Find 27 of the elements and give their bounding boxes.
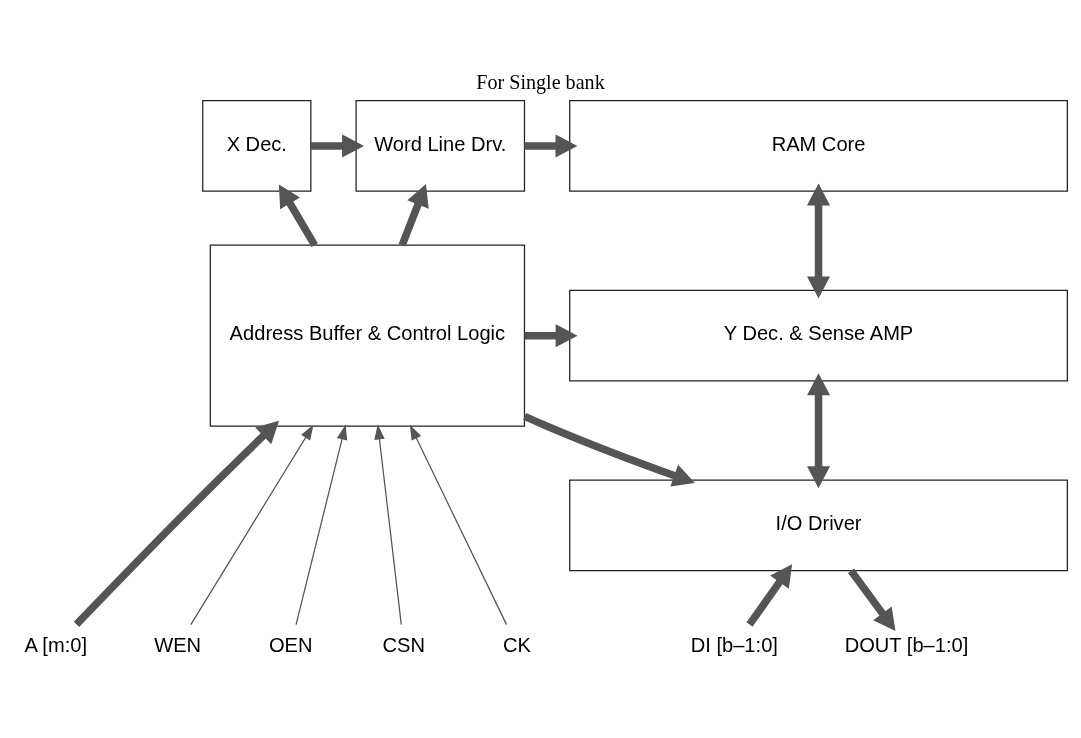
node-text: DOUT [b–1:0]: [844, 634, 969, 657]
arrow: [73, 420, 280, 627]
node-box: Address Buffer & Control Logic: [209, 244, 526, 427]
node-box: I/O Driver: [569, 479, 1068, 572]
arrow: [746, 564, 793, 627]
arrow: [398, 184, 429, 247]
arrow: [278, 184, 318, 248]
node-text: OEN: [268, 634, 313, 657]
node-text: DI [b–1:0]: [690, 634, 778, 657]
node-text: WEN: [154, 634, 202, 657]
node-box: Y Dec. & Sense AMP: [569, 289, 1068, 382]
node-box: X Dec.: [202, 100, 312, 192]
arrow: [374, 424, 402, 626]
arrow: [295, 424, 348, 626]
node-box: RAM Core: [569, 100, 1068, 192]
arrow: [523, 412, 695, 487]
arrow: [190, 424, 314, 626]
arrow: [409, 424, 508, 626]
arrow: [848, 568, 896, 632]
node-box: Word Line Drv.: [355, 100, 526, 192]
diagram-title: For Single bank: [476, 71, 605, 94]
arrow: [807, 183, 831, 299]
node-text: CSN: [382, 634, 426, 657]
arrow: [807, 373, 831, 489]
node-text: CK: [502, 634, 531, 657]
node-text: A [m:0]: [24, 634, 88, 657]
arrow: [310, 134, 364, 158]
